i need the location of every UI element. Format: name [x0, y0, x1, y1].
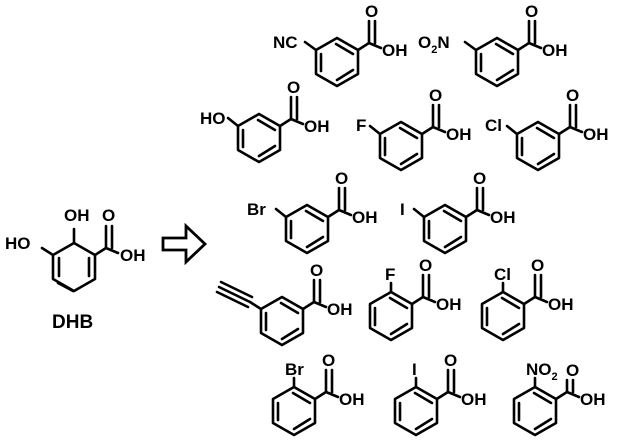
nitro-nitrogen: NO — [526, 360, 552, 379]
carbonyl-oxygen-label: O — [473, 169, 486, 188]
substituent-label: I — [412, 360, 417, 379]
nitro-nitrogen: N — [437, 33, 449, 52]
product-m-iodo: I O OH — [400, 169, 516, 255]
acid-hydroxyl-label: OH — [382, 41, 408, 60]
acid-hydroxyl-label: OH — [436, 295, 462, 314]
substituent-label: Cl — [494, 265, 511, 284]
carbonyl-oxygen-label: O — [566, 86, 579, 105]
acid-hydroxyl-label: OH — [304, 117, 330, 136]
hydroxy-2-label: OH — [64, 206, 90, 225]
acid-hydroxyl-label: OH — [461, 390, 487, 409]
substituent-label: I — [400, 200, 405, 219]
carbonyl-oxygen-label: O — [444, 351, 457, 370]
product-m-nitro: O2N O OH — [418, 2, 568, 88]
acid-hydroxyl-label: OH — [339, 390, 365, 409]
substituent-label: F — [356, 116, 366, 135]
carbonyl-oxygen-label: O — [310, 261, 323, 280]
carbonyl-oxygen-label: O — [335, 169, 348, 188]
carbonyl-oxygen-label: O — [525, 2, 538, 21]
reactant-dhb: OH HO O OH DHB — [5, 206, 146, 333]
product-o-fluoro: F O OH — [368, 256, 462, 342]
acid-hydroxyl-label: OH — [583, 125, 609, 144]
substituent-label: HO — [200, 109, 226, 128]
carbonyl-oxygen-label: O — [531, 256, 544, 275]
substituent-label: F — [385, 265, 395, 284]
product-o-iodo: I O OH — [393, 351, 487, 437]
acid-hydroxyl-label: OH — [446, 125, 472, 144]
acid-hydroxyl-label: OH — [120, 246, 146, 265]
acid-hydroxyl-label: OH — [548, 295, 574, 314]
product-m-hydroxy: HO O OH — [200, 78, 330, 164]
acid-hydroxyl-label: OH — [580, 390, 606, 409]
acid-hydroxyl-label: OH — [542, 41, 568, 60]
carbonyl-oxygen-label: O — [419, 256, 432, 275]
product-m-bromo: Br O OH — [247, 169, 378, 255]
carbonyl-oxygen-label: O — [102, 206, 115, 225]
substituent-label: O2N — [418, 33, 450, 56]
product-m-fluoro: F O OH — [356, 86, 472, 172]
nitro-subscript: 2 — [431, 44, 437, 56]
substituent-label: Cl — [485, 116, 502, 135]
carbonyl-oxygen-label: O — [287, 78, 300, 97]
product-o-bromo: Br O OH — [271, 351, 365, 437]
carbonyl-oxygen-label: O — [429, 86, 442, 105]
hydroxy-3-label: HO — [5, 234, 31, 253]
substituent-label: Br — [247, 200, 266, 219]
acid-hydroxyl-label: OH — [327, 300, 353, 319]
product-o-chloro: Cl O OH — [480, 256, 574, 342]
nitro-oxygen: O — [418, 33, 431, 52]
substituent-label: NC — [273, 33, 298, 52]
benzene-ring — [40, 224, 120, 293]
acid-hydroxyl-label: OH — [352, 208, 378, 227]
nitro-subscript: 2 — [552, 371, 558, 383]
carbonyl-oxygen-label: O — [365, 2, 378, 21]
product-o-nitro: NO2 O OH — [512, 360, 606, 437]
product-m-cyano: NC O OH — [273, 2, 408, 88]
product-m-chloro: Cl O OH — [485, 86, 609, 172]
carbonyl-oxygen-label: O — [566, 361, 579, 380]
reactant-caption: DHB — [52, 312, 93, 333]
carbonyl-oxygen-label: O — [322, 351, 335, 370]
product-m-ethynyl: O OH — [215, 261, 353, 347]
substituent-label: NO2 — [526, 360, 558, 383]
substituent-label: Br — [285, 360, 304, 379]
reaction-arrow — [161, 222, 208, 266]
acid-hydroxyl-label: OH — [490, 208, 516, 227]
